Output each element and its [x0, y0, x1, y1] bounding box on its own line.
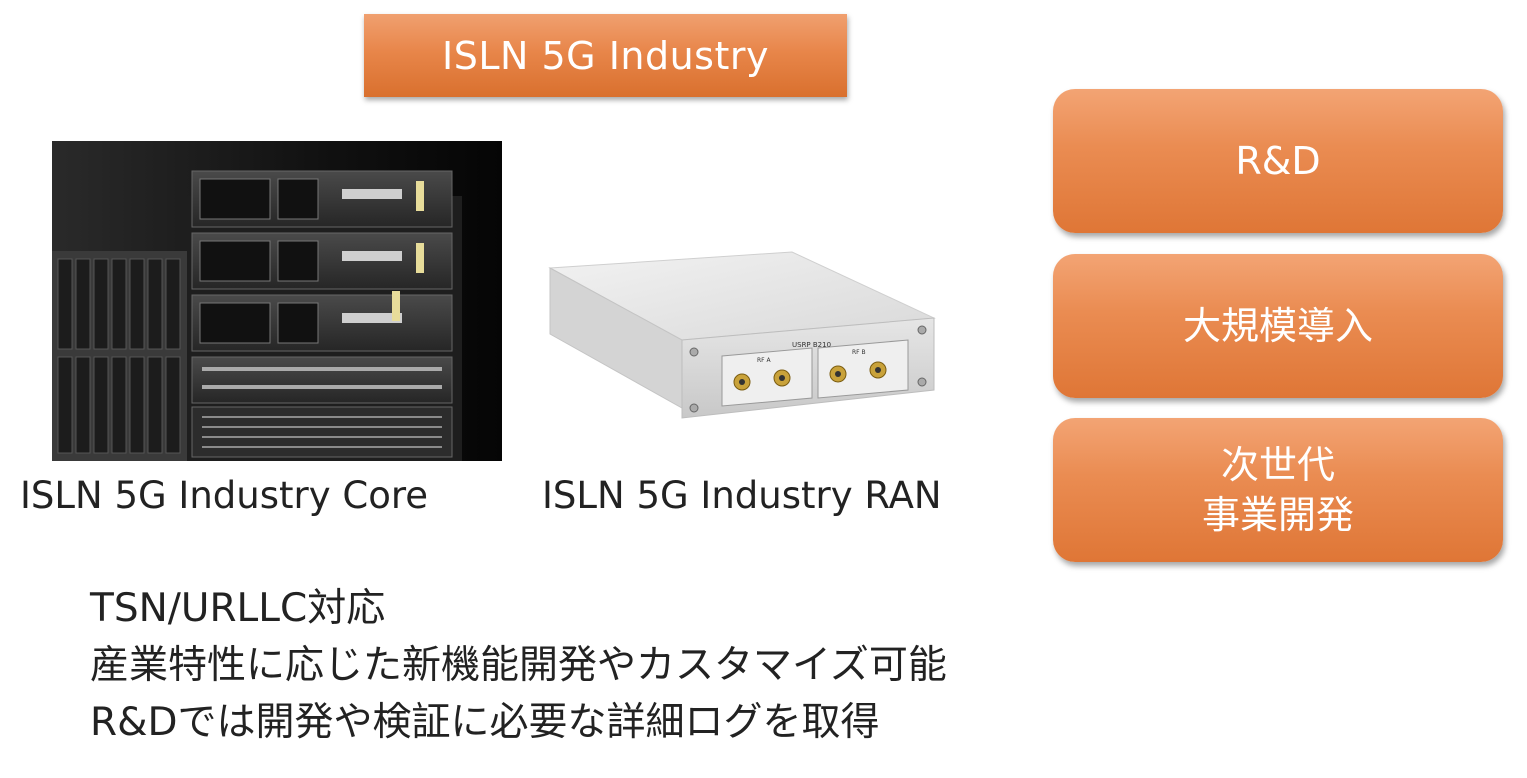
title-banner: ISLN 5G Industry	[364, 14, 847, 97]
caption-ran: ISLN 5G Industry RAN	[542, 474, 942, 517]
card-next-gen-line1: 次世代	[1220, 443, 1335, 487]
server-rack-image	[52, 141, 502, 461]
feature-item: R&Dでは開発や検証に必要な詳細ログを取得	[90, 700, 880, 745]
usrp-model-label: USRP B210	[792, 341, 831, 349]
card-next-gen-line2: 事業開発	[1201, 493, 1354, 537]
usrp-device-image: USRP B210 RF A RF B	[548, 251, 936, 419]
feature-item: TSN/URLLC対応	[90, 586, 386, 631]
card-rd-label: R&D	[1235, 139, 1321, 183]
feature-item: 産業特性に応じた新機能開発やカスタマイズ可能	[90, 643, 947, 688]
card-next-gen: 次世代 事業開発	[1053, 418, 1503, 562]
usrp-rf-b-label: RF B	[852, 349, 866, 356]
card-rd: R&D	[1053, 89, 1503, 233]
usrp-rf-a-label: RF A	[757, 357, 772, 364]
caption-core: ISLN 5G Industry Core	[20, 474, 429, 517]
feature-list: TSN/URLLC対応 産業特性に応じた新機能開発やカスタマイズ可能 R&Dでは…	[90, 580, 947, 751]
card-large-scale-label: 大規模導入	[1182, 304, 1373, 348]
card-large-scale: 大規模導入	[1053, 254, 1503, 398]
